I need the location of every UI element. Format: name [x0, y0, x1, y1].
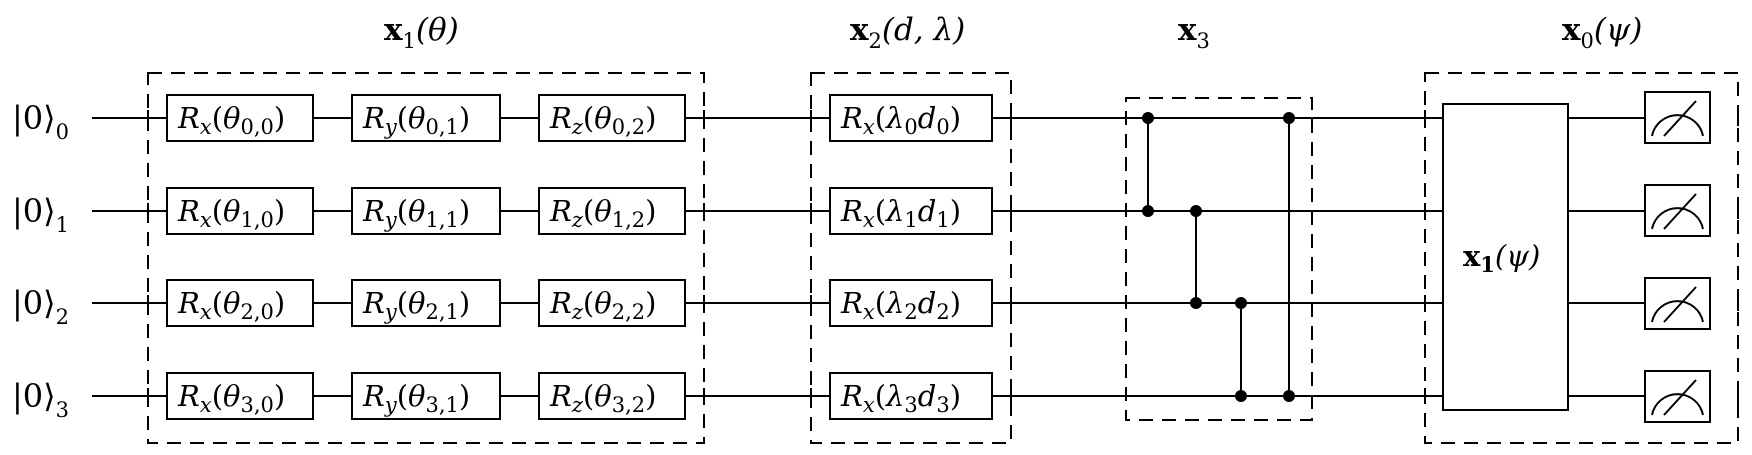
gate-rx-encode-3: Rx(λ3d3) [829, 372, 993, 420]
inner-x1-psi-gate: x1(ψ) [1442, 103, 1569, 411]
svg-text:Rx(λ1d1): Rx(λ1d1) [840, 194, 961, 232]
gate-rx-theta-3-0: Rx(θ3,0) [166, 372, 314, 420]
block-x1-rotations: x1(θ) Rx(θ0,0) Ry(θ0,1) Rz(θ0,2) Rx(θ1,0… [147, 12, 705, 444]
svg-text:Rz(θ0,2): Rz(θ0,2) [549, 101, 656, 139]
block-x1-frame [147, 72, 705, 444]
cz-gate-q2-q3 [1235, 297, 1247, 402]
svg-text:x1(ψ): x1(ψ) [1463, 239, 1540, 277]
svg-text:Rx(λ2d2): Rx(λ2d2) [840, 286, 961, 324]
cz-gate-q0-q3 [1283, 112, 1295, 402]
gate-rx-theta-0-0: Rx(θ0,0) [166, 94, 314, 142]
block-x3-title: x3 [1178, 12, 1210, 53]
cz-gate-q0-q1 [1142, 112, 1154, 217]
block-x0-readout: x0(ψ) x1(ψ) [1424, 12, 1739, 444]
gate-rx-theta-1-0: Rx(θ1,0) [166, 187, 314, 235]
svg-text:Rz(θ2,2): Rz(θ2,2) [549, 286, 656, 324]
qubit-label-1: |0⟩1 [12, 192, 69, 237]
qubit-label-2: |0⟩2 [12, 284, 69, 329]
block-x2-title: x2(d, λ) [850, 12, 965, 53]
gate-rz-theta-1-2: Rz(θ1,2) [538, 187, 686, 235]
gate-rz-theta-2-2: Rz(θ2,2) [538, 279, 686, 327]
gate-rz-theta-3-2: Rz(θ3,2) [538, 372, 686, 420]
svg-text:Ry(θ0,1): Ry(θ0,1) [362, 101, 470, 139]
block-x0-title: x0(ψ) [1562, 12, 1642, 53]
gate-ry-theta-1-1: Ry(θ1,1) [351, 187, 501, 235]
gate-ry-theta-3-1: Ry(θ3,1) [351, 372, 501, 420]
svg-text:Rx(θ1,0): Rx(θ1,0) [177, 194, 285, 232]
qubit-label-0: |0⟩0 [12, 99, 69, 144]
cz-gate-q1-q2 [1190, 205, 1202, 309]
svg-text:Ry(θ3,1): Ry(θ3,1) [362, 379, 470, 417]
svg-text:Rx(θ0,0): Rx(θ0,0) [177, 101, 285, 139]
block-x1-ticks [147, 110, 705, 404]
svg-text:Rx(λ0d0): Rx(λ0d0) [840, 101, 961, 139]
block-x1-title: x1(θ) [384, 12, 459, 53]
svg-text:Rz(θ3,2): Rz(θ3,2) [549, 379, 656, 417]
block-x2-encoding: x2(d, λ) Rx(λ0d0) Rx(λ1d1) Rx(λ2d2) Rx(λ… [810, 12, 1012, 444]
block-x0-frame [1424, 72, 1739, 444]
svg-text:Rz(θ1,2): Rz(θ1,2) [549, 194, 656, 232]
qubit-labels: |0⟩0 |0⟩1 |0⟩2 |0⟩3 [12, 99, 69, 422]
qubit-wires [92, 117, 1650, 397]
gate-ry-theta-0-1: Ry(θ0,1) [351, 94, 501, 142]
block-x2-ticks [810, 110, 1012, 404]
block-x3-entangler: x3 [1125, 12, 1313, 421]
gate-rx-encode-1: Rx(λ1d1) [829, 187, 993, 235]
gate-rx-theta-2-0: Rx(θ2,0) [166, 279, 314, 327]
svg-text:Ry(θ1,1): Ry(θ1,1) [362, 194, 470, 232]
svg-text:Rx(λ3d3): Rx(λ3d3) [840, 379, 961, 417]
measurement-q3-meter-icon [1644, 370, 1711, 423]
svg-text:Rx(θ3,0): Rx(θ3,0) [177, 379, 285, 417]
gate-ry-theta-2-1: Ry(θ2,1) [351, 279, 501, 327]
gate-rz-theta-0-2: Rz(θ0,2) [538, 94, 686, 142]
block-x3-frame [1125, 97, 1313, 421]
measurement-q1-meter-icon [1644, 184, 1711, 237]
measurement-q0-meter-icon [1644, 91, 1711, 144]
measurement-q2-meter-icon [1644, 277, 1711, 330]
block-x0-ticks [1424, 110, 1739, 404]
block-x2-frame [810, 72, 1012, 444]
qubit-label-3: |0⟩3 [12, 377, 69, 422]
gate-rx-encode-2: Rx(λ2d2) [829, 279, 993, 327]
svg-text:Rx(θ2,0): Rx(θ2,0) [177, 286, 285, 324]
gate-rx-encode-0: Rx(λ0d0) [829, 94, 993, 142]
svg-text:Ry(θ2,1): Ry(θ2,1) [362, 286, 470, 324]
